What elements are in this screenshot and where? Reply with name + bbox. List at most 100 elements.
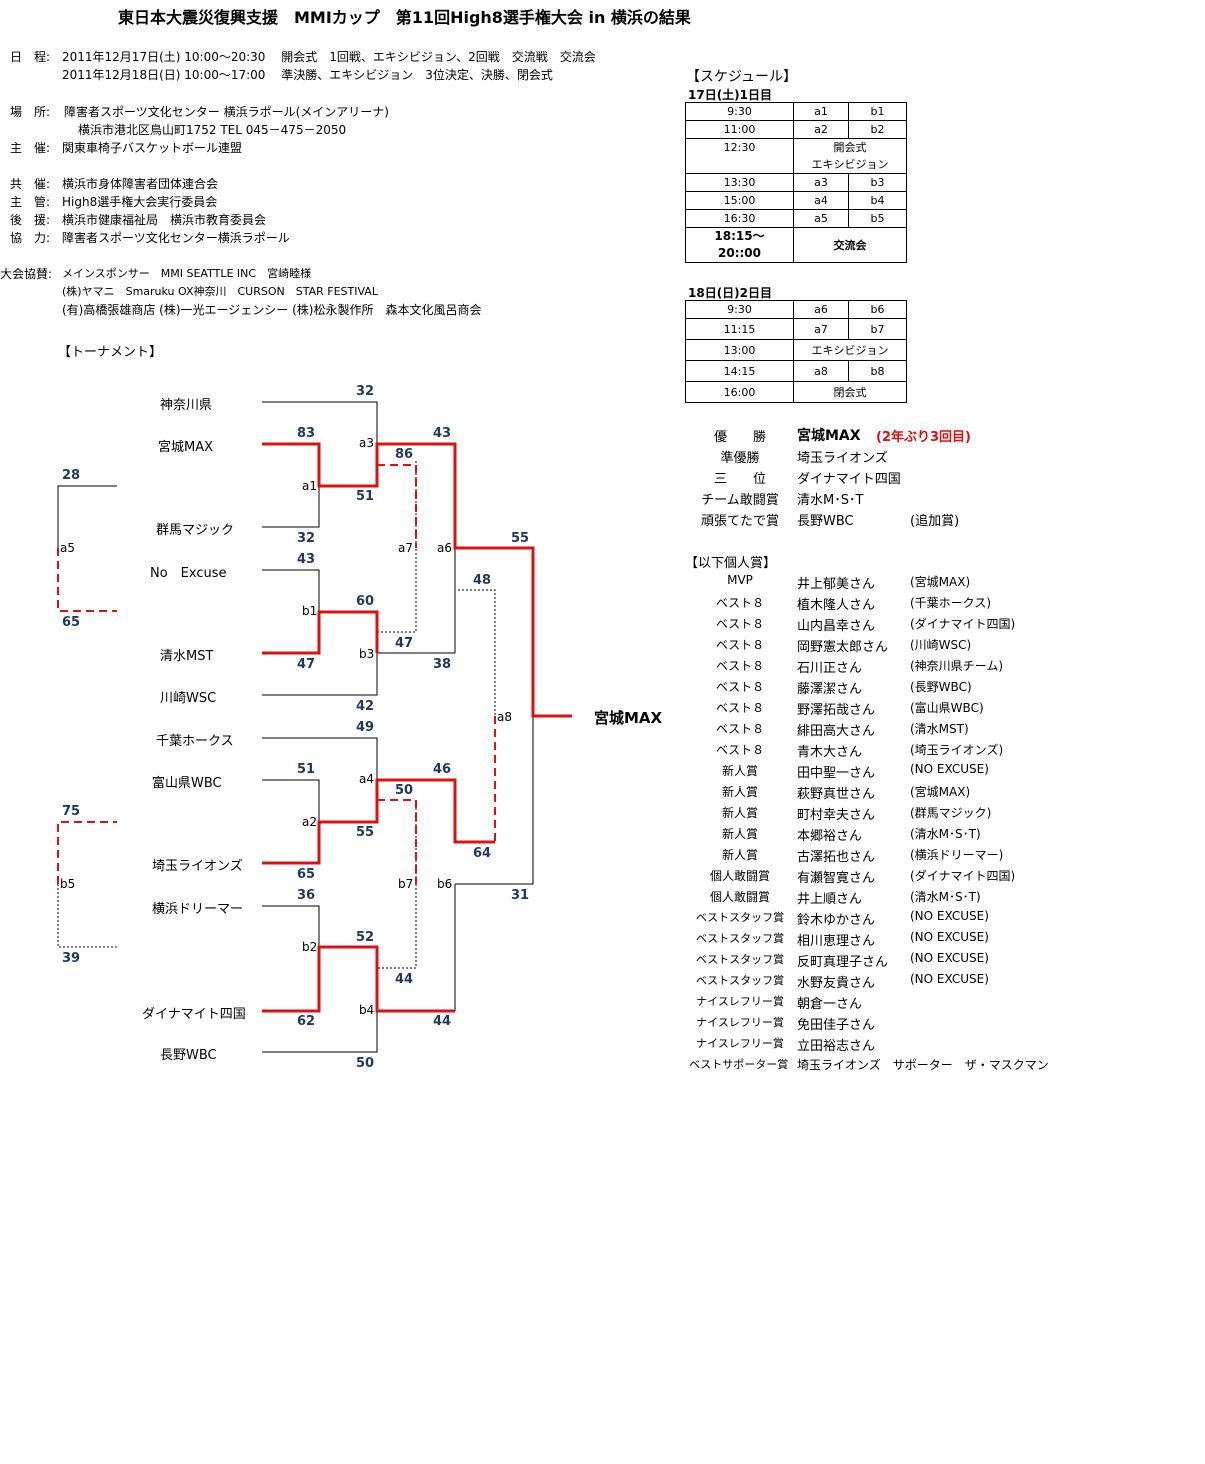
award-name: ベストスタッフ賞	[695, 974, 785, 987]
bracket-red-dashed-lines	[57, 464, 496, 884]
time-cell: 16:30	[685, 209, 794, 228]
supporter-award-label: ベストサポーター賞	[689, 1058, 789, 1071]
score: 75	[62, 804, 81, 819]
match-cell: b3	[848, 173, 907, 192]
match-cell: b5	[848, 209, 907, 228]
score: 86	[395, 447, 414, 462]
match-cell: a1	[793, 102, 849, 121]
score: 44	[395, 972, 414, 987]
bracket-lines	[57, 401, 572, 1053]
award-team: (埼玉ライオンズ)	[910, 743, 1004, 757]
award-team: (NO EXCUSE)	[910, 951, 989, 965]
award-name: 個人敢闘賞	[709, 869, 770, 883]
fight-label: チーム敢闘賞	[701, 493, 779, 508]
organizer-label: 主 管:	[10, 195, 51, 209]
match-cell: a6	[793, 300, 849, 319]
score: 28	[62, 468, 81, 483]
champion-label: 宮城MAX	[594, 709, 663, 727]
team-yokohama: 横浜ドリーマー	[152, 902, 244, 917]
team-shimizu: 清水MST	[160, 649, 214, 664]
team-kawasaki: 川崎WSC	[160, 691, 217, 706]
award-team: (NO EXCUSE)	[910, 930, 989, 944]
fight-team: 清水M･S･T	[797, 493, 864, 508]
time-cell: 9:30	[685, 102, 794, 121]
time-cell: 15:00	[685, 191, 794, 210]
sponsor-line3: (有)高橋張雄商店 (株)一光エージェンシー (株)松永製作所 森本文化風呂商会	[62, 303, 482, 317]
runner-team: 埼玉ライオンズ	[797, 451, 888, 466]
node-a6: a6	[437, 541, 452, 555]
award-team: (ダイナマイト四国)	[910, 617, 1016, 631]
time-cell: 13:00	[685, 339, 794, 361]
award-team: (清水M･S･T)	[910, 827, 981, 841]
score: 50	[356, 1056, 375, 1071]
score: 62	[297, 1014, 316, 1029]
award-recipient: 藤澤潔さん	[797, 682, 863, 697]
node-b1: b1	[302, 604, 318, 618]
event-cell: 交流会	[793, 227, 907, 263]
award-name: ベスト８	[715, 743, 765, 757]
award-team: (神奈川県チーム)	[910, 659, 1004, 673]
match-cell: b4	[848, 191, 907, 210]
event-label: 開会式	[833, 141, 867, 154]
score: 31	[511, 888, 530, 903]
score: 49	[356, 720, 375, 735]
time-cell: 11:00	[685, 120, 794, 139]
support-value: 横浜市健康福祉局 横浜市教育委員会	[62, 213, 267, 227]
schedule-line1: 2011年12月17日(土) 10:00～20:30 開会式 1回戦、エキシビジ…	[62, 50, 596, 64]
match-cell: a7	[793, 318, 849, 340]
award-name: ベストスタッフ賞	[695, 953, 785, 966]
sponsor-line2: (株)ヤマニ Smaruku OX神奈川 CURSON STAR FESTIVA…	[62, 285, 378, 298]
third-team: ダイナマイト四国	[797, 472, 901, 487]
match-cell: a8	[793, 360, 849, 382]
score: 36	[297, 888, 316, 903]
runner-label: 準優勝	[720, 451, 760, 466]
node-a7: a7	[398, 541, 413, 555]
time-cell: 11:15	[685, 318, 794, 340]
award-team: (宮城MAX)	[910, 575, 971, 589]
time-cell: 12:30	[685, 138, 794, 174]
award-team: (清水M･S･T)	[910, 890, 981, 904]
match-cell: a4	[793, 191, 849, 210]
award-name: ベストスタッフ賞	[695, 911, 785, 924]
award-recipient: 本郷裕さん	[797, 829, 863, 844]
venue-line1: 障害者スポーツ文化センター 横浜ラポール(メインアリーナ)	[64, 105, 389, 119]
score: 44	[433, 1014, 452, 1029]
award-name: ベスト８	[715, 659, 765, 673]
time-cell: 9:30	[685, 300, 794, 319]
node-b2: b2	[302, 940, 318, 954]
award-team: (千葉ホークス)	[910, 596, 992, 610]
team-miyagi: 宮城MAX	[158, 440, 214, 455]
node-b4: b4	[359, 1003, 375, 1017]
day2-title: 18日(日)2日目	[688, 286, 773, 300]
score: 32	[356, 384, 375, 399]
winner-note: (2年ぶり3回目)	[876, 430, 971, 445]
match-cell: b1	[848, 102, 907, 121]
award-recipient: 植木隆人さん	[797, 598, 876, 613]
page-title: 東日本大震災復興支援 MMIカップ 第11回High8選手権大会 in 横浜の結…	[118, 8, 691, 27]
award-name: ベストスタッフ賞	[695, 932, 785, 945]
award-recipient: 立田裕志さん	[797, 1039, 876, 1054]
award-recipient: 岡野憲太郎さん	[797, 640, 889, 655]
time-cell: 14:15	[685, 360, 794, 382]
award-recipient: 相川恵理さん	[797, 934, 876, 949]
award-recipient: 緋田高大さん	[797, 724, 876, 739]
award-team: (清水MST)	[910, 722, 969, 736]
event-cell: エキシビジョン	[793, 339, 907, 361]
award-recipient: 鈴木ゆかさん	[797, 913, 876, 928]
time-line: 20::00	[718, 246, 761, 260]
score: 51	[297, 762, 316, 777]
award-recipient: 免田佳子さん	[797, 1018, 876, 1033]
award-recipient: 青木大さん	[797, 745, 863, 760]
coop-value: 障害者スポーツ文化センター横浜ラポール	[62, 231, 290, 245]
bracket-black-lines	[57, 401, 534, 1053]
host-label: 主 催:	[10, 141, 51, 155]
award-name: ベスト８	[715, 701, 765, 715]
score: 51	[356, 489, 375, 504]
score: 47	[395, 636, 414, 651]
host-value: 関東車椅子バスケットボール連盟	[62, 141, 243, 155]
individual-heading: 【以下個人賞】	[685, 556, 777, 571]
match-cell: b2	[848, 120, 907, 139]
